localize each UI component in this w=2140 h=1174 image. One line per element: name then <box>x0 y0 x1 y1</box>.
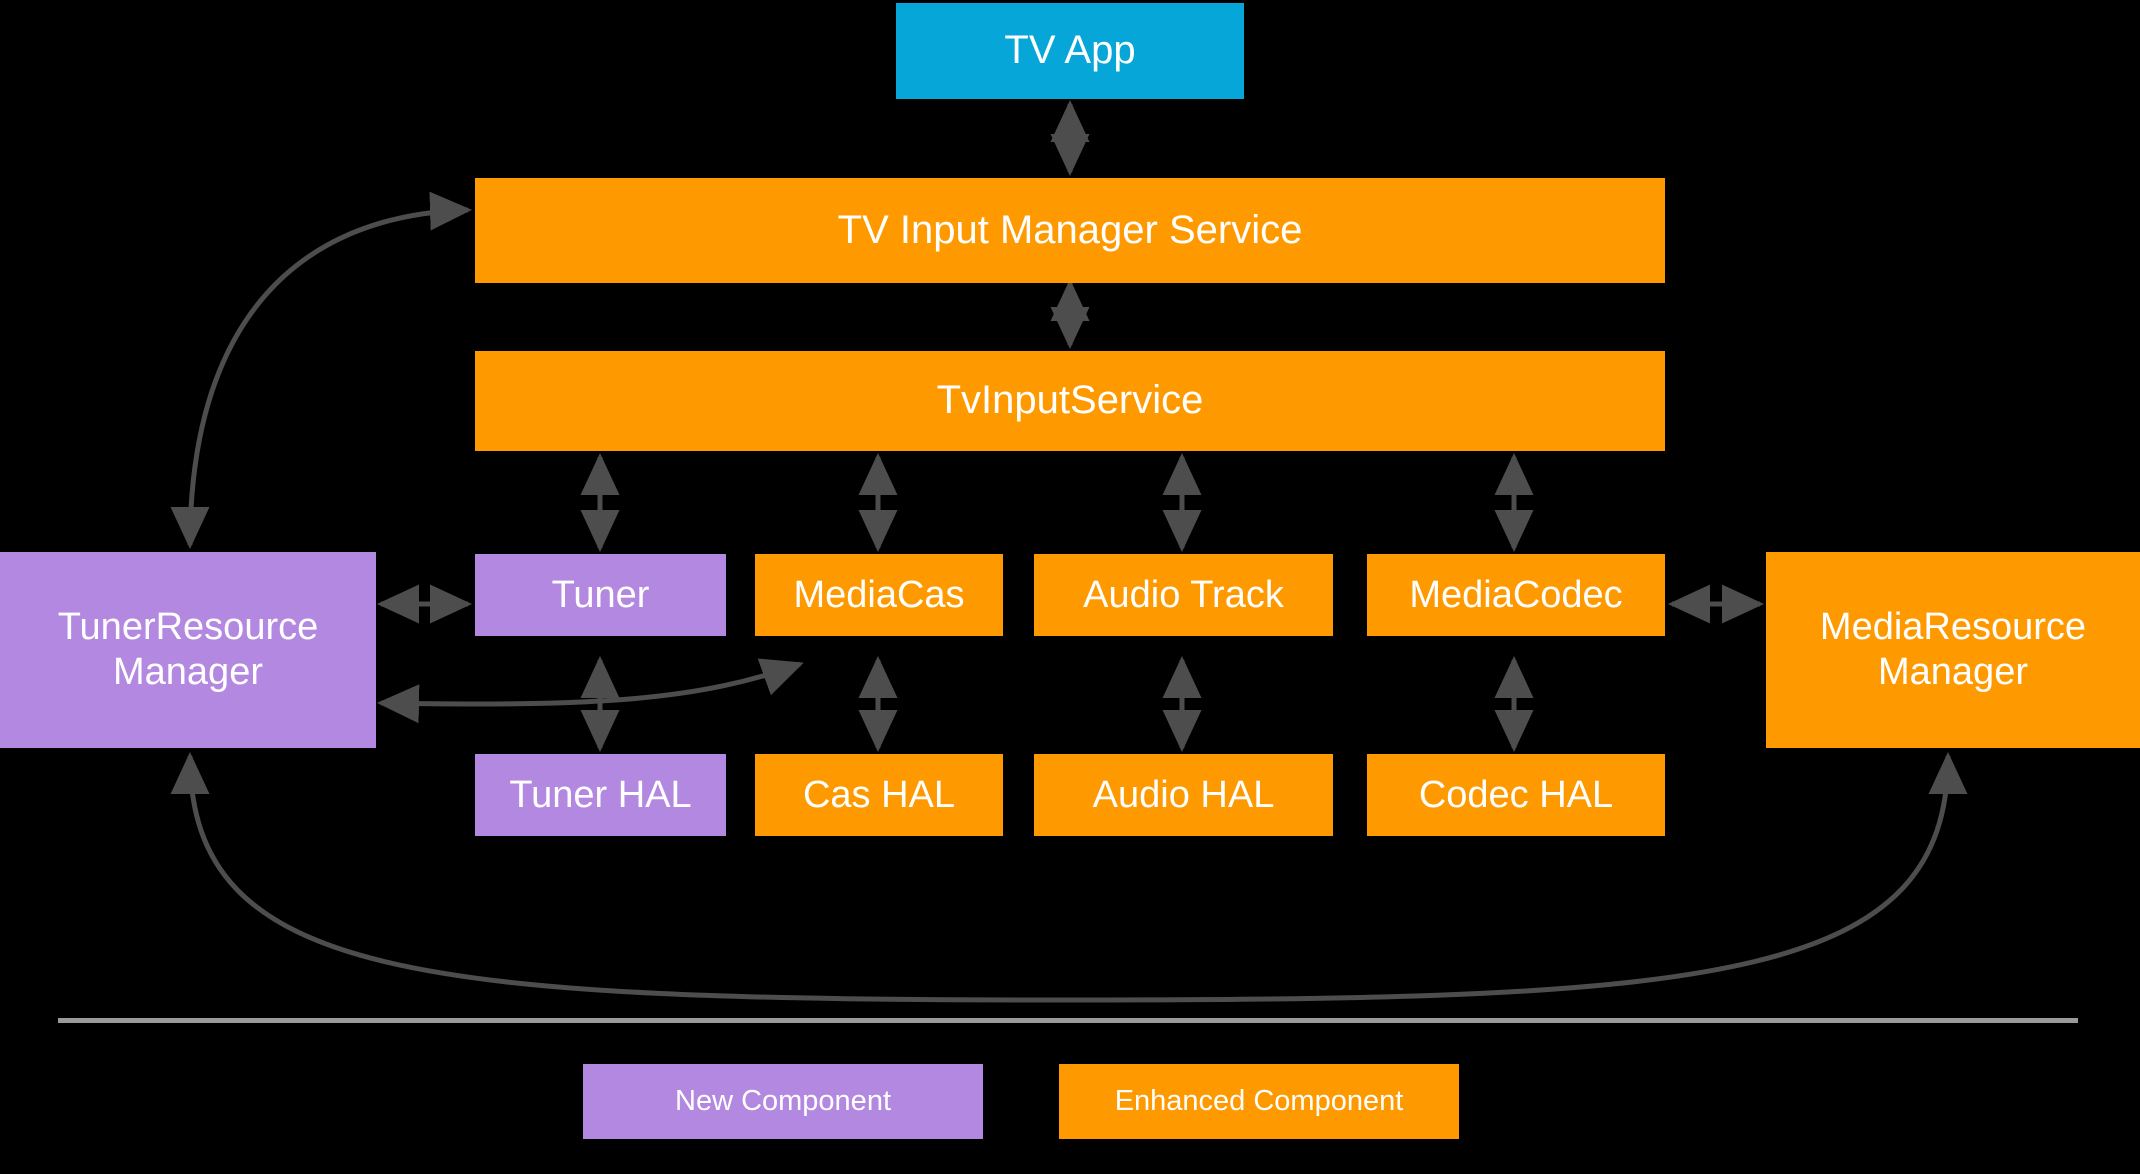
legend-item-enhanced-component: Enhanced Component <box>1059 1064 1459 1139</box>
node-tv-input-manager-service[interactable]: TV Input Manager Service <box>475 178 1665 283</box>
node-audio-hal[interactable]: Audio HAL <box>1034 754 1333 836</box>
node-audio-track[interactable]: Audio Track <box>1034 554 1333 636</box>
arrow-trm-tims-curve <box>170 191 472 549</box>
node-cas-hal[interactable]: Cas HAL <box>755 754 1003 836</box>
node-tv-input-service[interactable]: TvInputService <box>475 351 1665 451</box>
arrow-trm-mediacas-curve <box>377 658 804 724</box>
legend-item-new-component: New Component <box>583 1064 983 1139</box>
legend-divider <box>58 1018 2078 1023</box>
node-media-resource-manager[interactable]: MediaResource Manager <box>1766 552 2140 748</box>
node-tuner-hal[interactable]: Tuner HAL <box>475 754 726 836</box>
node-tuner-resource-manager[interactable]: TunerResource Manager <box>0 552 376 748</box>
node-media-codec[interactable]: MediaCodec <box>1367 554 1665 636</box>
node-tv-app[interactable]: TV App <box>896 3 1244 99</box>
node-media-cas[interactable]: MediaCas <box>755 554 1003 636</box>
node-codec-hal[interactable]: Codec HAL <box>1367 754 1665 836</box>
node-tuner[interactable]: Tuner <box>475 554 726 636</box>
